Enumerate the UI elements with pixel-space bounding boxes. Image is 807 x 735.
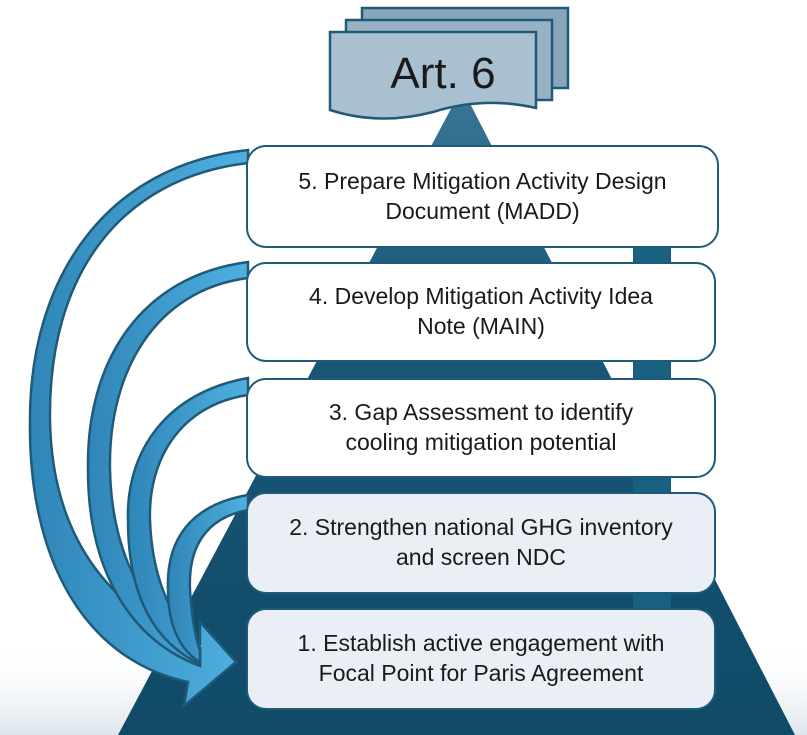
step-4-box: 4. Develop Mitigation Activity Idea Note… — [246, 262, 716, 362]
article-title: Art. 6 — [390, 49, 496, 98]
document-stack-icon — [328, 6, 570, 120]
curved-arrow-step4 — [86, 260, 250, 668]
curved-arrows — [28, 148, 250, 710]
curved-arrow-step5 — [28, 148, 250, 710]
curved-arrow-step3 — [126, 376, 250, 666]
step-3-box: 3. Gap Assessment to identify cooling mi… — [246, 378, 716, 478]
curved-arrow-step2 — [166, 493, 250, 665]
step-5-box: 5. Prepare Mitigation Activity Design Do… — [246, 145, 719, 248]
step-2-box: 2. Strengthen national GHG inventory and… — [246, 492, 716, 594]
step-1-box: 1. Establish active engagement with Foca… — [246, 608, 716, 710]
